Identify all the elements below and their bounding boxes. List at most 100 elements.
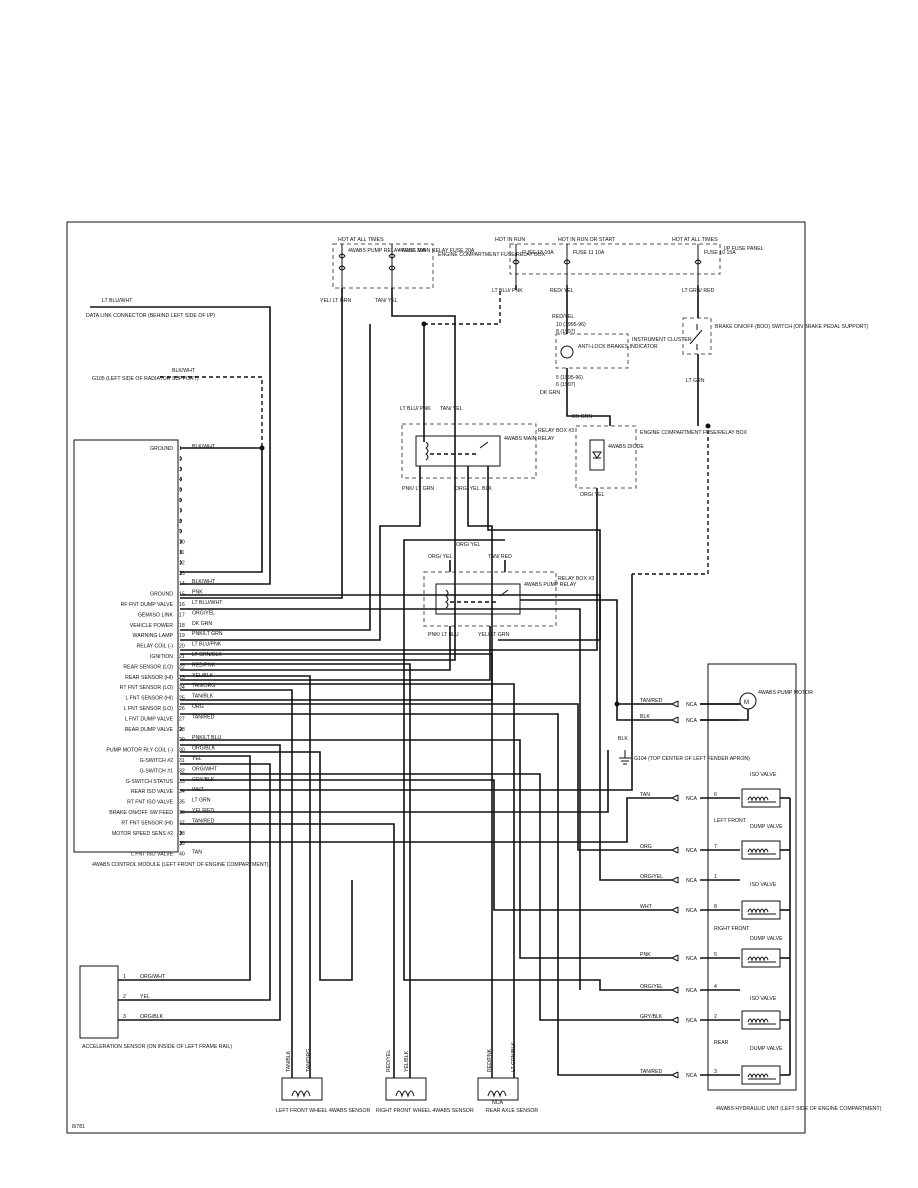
rf-wire-a: RED/YEL <box>386 1050 392 1072</box>
module-pin-label: REAR DUMP VALVE <box>125 727 174 733</box>
hcu-rear: REAR <box>714 1040 729 1046</box>
module-pin-number: 32 <box>179 768 185 774</box>
hcu-right-front: RIGHT FRONT <box>714 926 750 932</box>
module-pin-label: L FNT ISO VALVE <box>131 852 173 858</box>
hcu-dump3: DUMP VALVE <box>750 1046 783 1052</box>
module-pin-label: RT FNT SENSOR (LO) <box>120 685 174 691</box>
module-pin-label: L FNT SENSOR (HI) <box>125 696 173 702</box>
module-pin-number: 20 <box>179 644 185 650</box>
accel-pin-number: 1 <box>123 974 126 980</box>
module-pin-number: 28 <box>179 727 185 733</box>
module-pin-wire: RED/PNK <box>192 662 216 668</box>
module-pin-label: G-SWITCH #2 <box>140 758 174 764</box>
module-pin-label: RF FNT DUMP VALVE <box>121 602 174 608</box>
module-pin-number: 24 <box>179 685 185 691</box>
valve-coil-icon <box>741 900 790 920</box>
hcu-row: BLK NCA <box>640 714 740 724</box>
hcu-row-code: NCA <box>686 1073 697 1079</box>
module-pin-wire: YEL <box>192 756 202 762</box>
module-pin-label: REAR ISO VALVE <box>131 789 174 795</box>
lf-wire-a: TAN/BLK <box>286 1050 292 1072</box>
fuse-18: FUSE 18 10A <box>512 244 554 285</box>
hcu-row-pin: 4 <box>714 984 717 990</box>
wire-tan-yel-2: TAN/ YEL <box>440 406 463 412</box>
valve-coil-icon <box>741 788 790 808</box>
wire-yel-ltgrn-2: YEL/ LT GRN <box>478 632 509 638</box>
module-pin: 24 RT FNT SENSOR (LO) TAN/ORG <box>120 683 216 691</box>
module-pin-wire: TAN/RED <box>192 714 215 720</box>
module-pin-wire: ORG/YEL <box>192 610 215 616</box>
fuse-18-label: FUSE 18 10A <box>522 250 554 256</box>
wire-red-yel: RED/ YEL <box>550 288 574 294</box>
g105-label: G105 (LEFT SIDE OF RADIATOR SUPPORT) <box>92 376 199 382</box>
module-pin-number: 33 <box>179 779 185 785</box>
engine-fuse-box <box>332 243 434 289</box>
pump-relay-label: 4WABS PUMP RELAY <box>524 582 577 588</box>
module-pin-wire: TAN/ORG <box>192 683 215 689</box>
hcu-row-pin: 1 <box>714 874 717 880</box>
pump-motor-label: 4WABS PUMP MOTOR <box>758 690 813 696</box>
module-pin-wire: PNK/LT GRN <box>192 631 223 637</box>
wire-dk-grn: DK GRN <box>540 390 560 396</box>
hydraulic-unit-label: 4WABS HYDRAULIC UNIT (LEFT SIDE OF ENGIN… <box>716 1106 882 1112</box>
hcu-row-wire: PNK <box>640 952 651 958</box>
module-pin-label: REAR SENSOR (HI) <box>125 675 173 681</box>
hcu-row-code: NCA <box>686 878 697 884</box>
module-pin: 2 <box>179 455 182 462</box>
module-pin-number: 21 <box>179 654 185 660</box>
module-pin-label: GROUND <box>150 592 173 598</box>
hcu-dump1: DUMP VALVE <box>750 824 783 830</box>
module-pin-number: 13 <box>179 571 185 577</box>
valve-coil-icon <box>741 1010 790 1030</box>
module-pin: 6 <box>179 497 182 504</box>
module-pin: 8 <box>179 518 182 525</box>
module-pin-wire: PNK/LT BLU <box>192 735 221 741</box>
module-pin-number: 19 <box>179 633 185 639</box>
ra-wire-a: RED/PNK <box>487 1048 493 1072</box>
pump-relay-box-label: RELAY BOX #3 <box>558 576 594 582</box>
module-pin-label: MOTOR SPEED SENS #2 <box>112 831 173 837</box>
hcu-row-code: NCA <box>686 718 697 724</box>
diode-icon <box>592 451 602 459</box>
module-pin-label: GROUND <box>150 446 173 452</box>
hcu-row-pin: 5 <box>714 952 717 958</box>
module-pin-number: 16 <box>179 602 185 608</box>
hydraulic-unit <box>707 663 797 1091</box>
g105-wire-label: BLK/WHT <box>172 368 196 374</box>
ground-g104-icon <box>619 750 631 765</box>
wire-tan-red: TAN/ RED <box>488 554 512 560</box>
module-pin-label: RT FNT ISO VALVE <box>127 800 173 806</box>
ip-header-run: HOT IN RUN <box>495 237 525 243</box>
wire-pnk-ltblu: PNK/ LT BLU <box>428 632 459 638</box>
hcu-iso2: ISO VALVE <box>750 882 777 888</box>
valve-coil-icon <box>741 840 790 860</box>
module-pin-number: 10 <box>179 540 185 546</box>
rear-sensor-code: NCA <box>492 1100 503 1106</box>
module-pin-wire: TAN/BLK <box>192 694 214 700</box>
accel-sensor-label: ACCELERATION SENSOR (ON INSIDE OF LEFT F… <box>82 1044 232 1050</box>
main-relay <box>415 435 501 467</box>
module-pin: 26L FNT SENSOR (LO)ORG <box>124 704 204 712</box>
brake-switch-label: BRAKE ON/OFF (BOO) SWITCH (ON BRAKE PEDA… <box>715 324 869 330</box>
module-pin-label: IGNITION <box>150 654 173 660</box>
wiring-routes <box>90 285 749 1078</box>
module-pin-label: L FNT DUMP VALVE <box>125 716 174 722</box>
hcu-row-wire: TAN <box>640 792 650 798</box>
module-pin: 10 <box>179 539 185 546</box>
ip-fuse-panel-label: I/P FUSE PANEL <box>724 246 764 252</box>
lf-wire-b: TAN/ORG <box>306 1049 312 1072</box>
hcu-row-code: NCA <box>686 1018 697 1024</box>
hcu-row-wire: BLK <box>640 714 650 720</box>
hcu-row-wire: ORG/YEL <box>640 874 663 880</box>
